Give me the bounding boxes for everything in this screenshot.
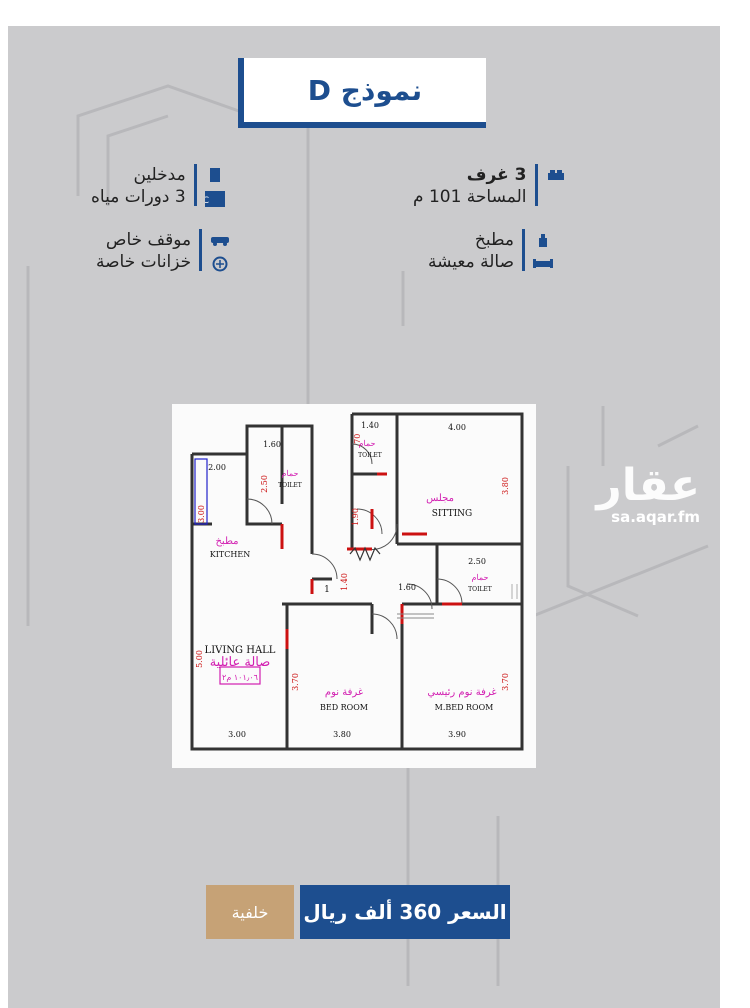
toilet1-en: TOILET: [278, 482, 302, 489]
feature-divider: [193, 164, 197, 206]
watermark-url: sa.aqar.fm: [611, 508, 700, 526]
dim-3-90-bottom: 3.90: [448, 730, 466, 739]
toilet3-en: TOILET: [468, 586, 492, 593]
feature-kitchen-living: مطبخ صالة معيشة: [428, 229, 554, 273]
feature-entrances-toilets: W C مدخلين 3 دورات مياه: [91, 164, 225, 208]
page-canvas: نموذج D 3 غرف المساحة 101 م مطبخ صالة مع…: [8, 26, 720, 1008]
dim-5-00: 5.00: [195, 650, 204, 668]
dim-1-40-mid: 1.40: [340, 573, 349, 591]
feature-parking: موقف خاص: [105, 230, 192, 250]
feature-entrances: مدخلين: [133, 165, 186, 185]
mbed-ar: غرفة نوم رئيسي: [427, 687, 496, 698]
toilet2-ar: حمام: [359, 439, 376, 448]
water-tank-icon: [210, 255, 230, 273]
feature-divider: [522, 229, 526, 271]
toilet1-ar: حمام: [282, 469, 299, 478]
bed-ar: غرفة نوم: [325, 687, 363, 698]
dim-1-60-mid: 1.60: [398, 583, 416, 592]
dim-70: .70: [353, 434, 362, 447]
svg-text:W C: W C: [205, 196, 209, 206]
bed-en: BED ROOM: [320, 703, 368, 712]
car-icon: [210, 231, 230, 249]
feature-kitchen: مطبخ: [474, 230, 515, 250]
feature-divider: [199, 229, 203, 271]
feature-tanks: خزانات خاصة: [96, 252, 192, 272]
kitchen-ar: مطبخ: [215, 536, 238, 547]
dim-3-70-bed: 3.70: [291, 673, 300, 691]
sofa-icon: [533, 255, 554, 273]
living-ar: صالة عائلية: [210, 655, 271, 670]
dim-2-50-right: 2.50: [468, 557, 486, 566]
mbed-en: M.BED ROOM: [435, 703, 494, 712]
dim-3-00-bottom: 3.00: [228, 730, 246, 739]
dim-4-00: 4.00: [448, 423, 466, 432]
dim-3-80-right: 3.80: [501, 477, 510, 495]
feature-area: المساحة 101 م: [413, 187, 527, 207]
dim-3-80-bottom: 3.80: [333, 730, 351, 739]
entry-mark: 1: [324, 585, 330, 595]
dim-2-00: 2.00: [208, 463, 226, 472]
wc-icon: W C: [204, 190, 225, 208]
feature-divider: [534, 164, 538, 206]
living-en: LIVING HALL: [205, 645, 276, 656]
watermark: عقار sa.aqar.fm: [596, 460, 700, 527]
background-button[interactable]: خلفية: [206, 885, 294, 939]
feature-toilets: 3 دورات مياه: [91, 187, 186, 207]
bed-icon: [546, 166, 566, 184]
model-title-card: نموذج D: [238, 58, 486, 128]
dim-1-60: 1.60: [263, 440, 281, 449]
feature-parking-tanks: موقف خاص خزانات خاصة: [96, 229, 230, 273]
area-label: ١٠١٫٠٦ م٢: [222, 673, 258, 682]
door-icon: [205, 166, 225, 184]
floor-plan: حمام حمام حمام مطبخ مجلس صالة عائلية ١٠١…: [172, 404, 536, 768]
feature-rooms-area: 3 غرف المساحة 101 م: [413, 164, 566, 208]
dim-1-90: 1.90: [351, 508, 360, 526]
watermark-logo-text: عقار: [596, 460, 700, 511]
dim-2-50-left: 2.50: [260, 475, 269, 493]
dim-3-00-left: 3.00: [197, 505, 206, 523]
dim-1-40-top: 1.40: [361, 421, 379, 430]
floor-plan-drawing: حمام حمام حمام مطبخ مجلس صالة عائلية ١٠١…: [190, 412, 524, 751]
toilet3-ar: حمام: [472, 573, 489, 582]
sitting-ar: مجلس: [426, 493, 454, 504]
kitchen-icon: [533, 231, 553, 249]
feature-rooms: 3 غرف: [466, 165, 527, 185]
kitchen-en: KITCHEN: [210, 550, 250, 559]
price-label: السعر 360 ألف ريال: [300, 885, 510, 939]
dim-3-70-mbed: 3.70: [501, 673, 510, 691]
model-title: نموذج D: [307, 73, 423, 107]
sitting-en: SITTING: [432, 509, 473, 519]
toilet2-en: TOILET: [358, 452, 382, 459]
feature-living: صالة معيشة: [428, 252, 515, 272]
